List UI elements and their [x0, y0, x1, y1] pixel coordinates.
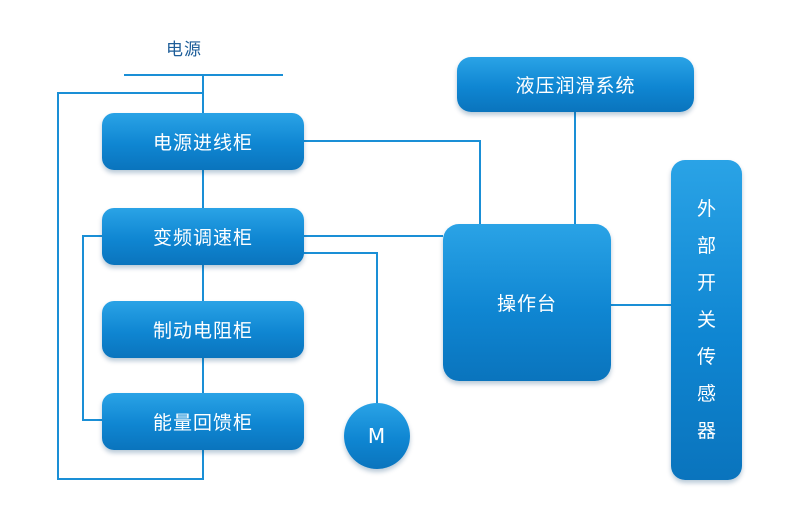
brake-resistor-cabinet[interactable]: 制动电阻柜	[102, 301, 304, 358]
incoming-cabinet[interactable]: 电源进线柜	[102, 113, 304, 170]
sensor-char: 器	[696, 419, 716, 442]
energy-feedback-cabinet[interactable]: 能量回馈柜	[102, 393, 304, 450]
sensor-char: 感	[696, 382, 716, 405]
external-switch-sensors[interactable]: 外 部 开 关 传 感 器	[671, 160, 742, 480]
incoming-to-console-line	[304, 140, 481, 224]
power-label: 电源	[166, 40, 202, 60]
sensor-char: 关	[696, 308, 716, 331]
sensor-char: 传	[696, 345, 716, 368]
hydraulic-lubrication-system[interactable]: 液压润滑系统	[457, 57, 694, 112]
sensor-char: 部	[696, 234, 716, 257]
vfd-cabinet[interactable]: 变频调速柜	[102, 208, 304, 265]
inner-loop-line	[82, 235, 102, 421]
console[interactable]: 操作台	[443, 224, 611, 381]
sensor-char: 外	[696, 197, 716, 220]
sensor-char: 开	[696, 271, 716, 294]
outer-loop-line	[57, 92, 204, 480]
motor[interactable]: M	[344, 403, 410, 469]
vfd-to-motor-line	[304, 252, 378, 403]
